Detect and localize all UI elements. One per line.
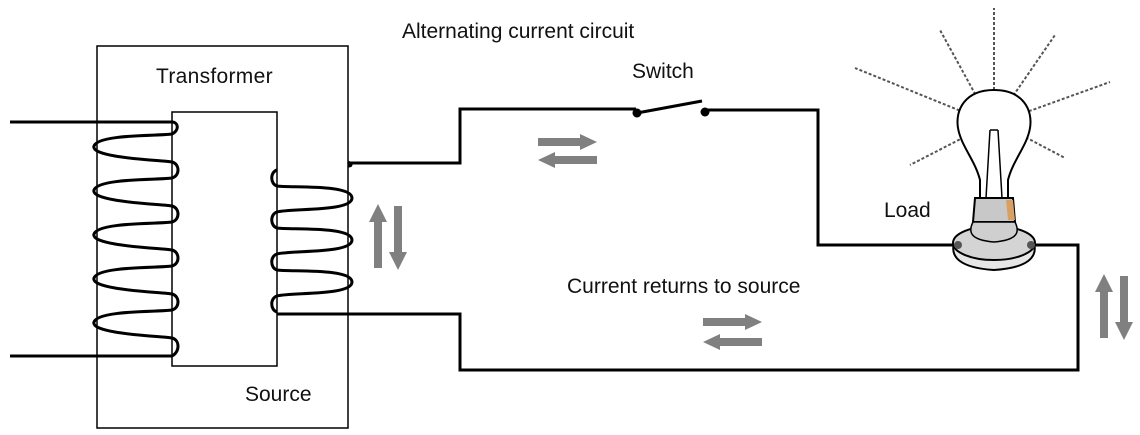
arrow-down-icon	[1115, 276, 1133, 340]
current-arrows	[369, 134, 1133, 350]
socket-terminal-left	[954, 241, 962, 249]
wire-top-left	[348, 107, 636, 165]
arrow-right-icon	[538, 134, 597, 150]
transformer-core-window	[171, 111, 278, 367]
circuit-wires	[277, 107, 1080, 372]
arrow-left-icon	[703, 334, 762, 350]
load-label: Load	[884, 199, 931, 222]
arrow-pair-left	[369, 204, 407, 270]
wire-top-right	[706, 108, 955, 247]
switch-contact-right	[700, 107, 710, 117]
arrow-up-icon	[369, 204, 387, 268]
arrow-down-icon	[389, 206, 407, 270]
primary-winding	[10, 120, 180, 358]
bulb-glass	[956, 88, 1032, 199]
transformer-frame	[96, 45, 349, 429]
arrow-left-icon	[538, 152, 597, 168]
socket-collar	[970, 221, 1018, 243]
switch-label: Switch	[632, 60, 694, 83]
switch-lever	[636, 99, 703, 115]
transformer-label: Transformer	[156, 65, 273, 88]
diagram-title: Alternating current circuit	[402, 20, 635, 43]
arrow-pair-right	[1095, 274, 1133, 340]
wire-return	[277, 243, 1080, 372]
socket-terminal-right	[1027, 241, 1035, 249]
return-current-label: Current returns to source	[567, 275, 801, 298]
arrow-pair-bottom	[703, 314, 762, 350]
switch	[632, 99, 710, 118]
bulb-filament	[985, 129, 1003, 199]
light-bulb-load	[854, 8, 1111, 272]
transformer	[96, 45, 349, 429]
source-label: Source	[245, 383, 312, 406]
primary-coil	[92, 120, 180, 358]
arrow-up-icon	[1095, 274, 1113, 338]
arrow-pair-top	[538, 134, 597, 168]
bulb-base-accent	[1006, 200, 1015, 220]
secondary-winding	[270, 160, 354, 314]
arrow-right-icon	[703, 314, 762, 330]
secondary-coil	[270, 168, 354, 314]
